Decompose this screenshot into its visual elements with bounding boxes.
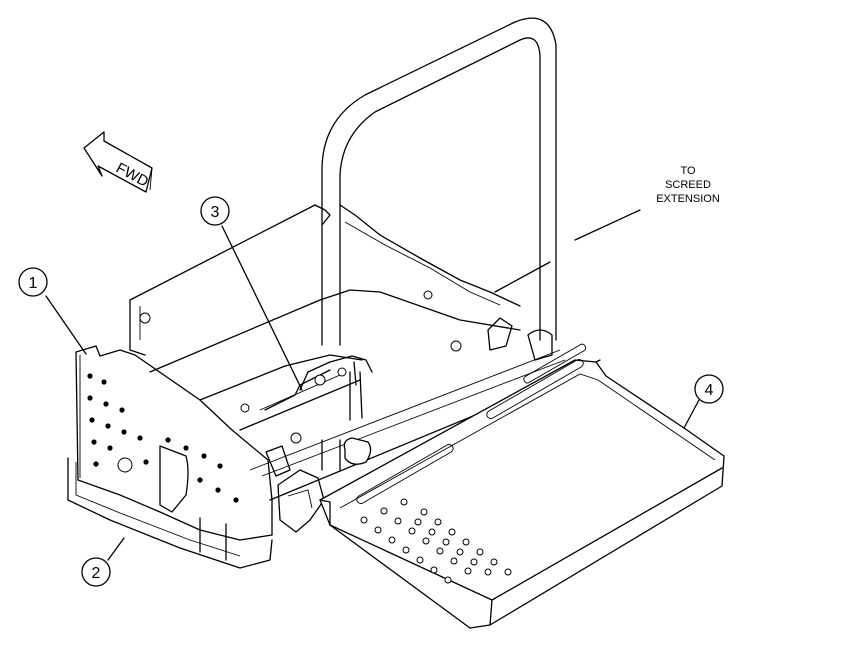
leader-lines [45, 225, 700, 561]
screed-extension-note: TO SCREED EXTENSION [656, 165, 720, 205]
callout-1-number: 1 [29, 275, 38, 292]
handrail [321, 17, 557, 471]
rear-support-plate [129, 204, 521, 356]
callout-2: 2 [81, 557, 111, 587]
left-side-plate [67, 345, 273, 569]
walkway-tread-holes [360, 498, 512, 584]
callout-3: 3 [200, 196, 230, 226]
callout-4: 4 [694, 374, 724, 404]
latch-assemblies [265, 317, 553, 477]
note-line-3: EXTENSION [656, 193, 720, 205]
callout-1: 1 [18, 267, 48, 297]
callout-2-number: 2 [92, 565, 101, 582]
callout-3-number: 3 [211, 204, 220, 221]
walkway-step [319, 343, 725, 629]
note-line-1: TO [680, 165, 696, 177]
hinge-bracket [277, 469, 325, 533]
forward-direction-arrow: FWD [83, 131, 153, 193]
note-line-2: SCREED [665, 179, 711, 191]
callout-4-number: 4 [705, 382, 714, 399]
